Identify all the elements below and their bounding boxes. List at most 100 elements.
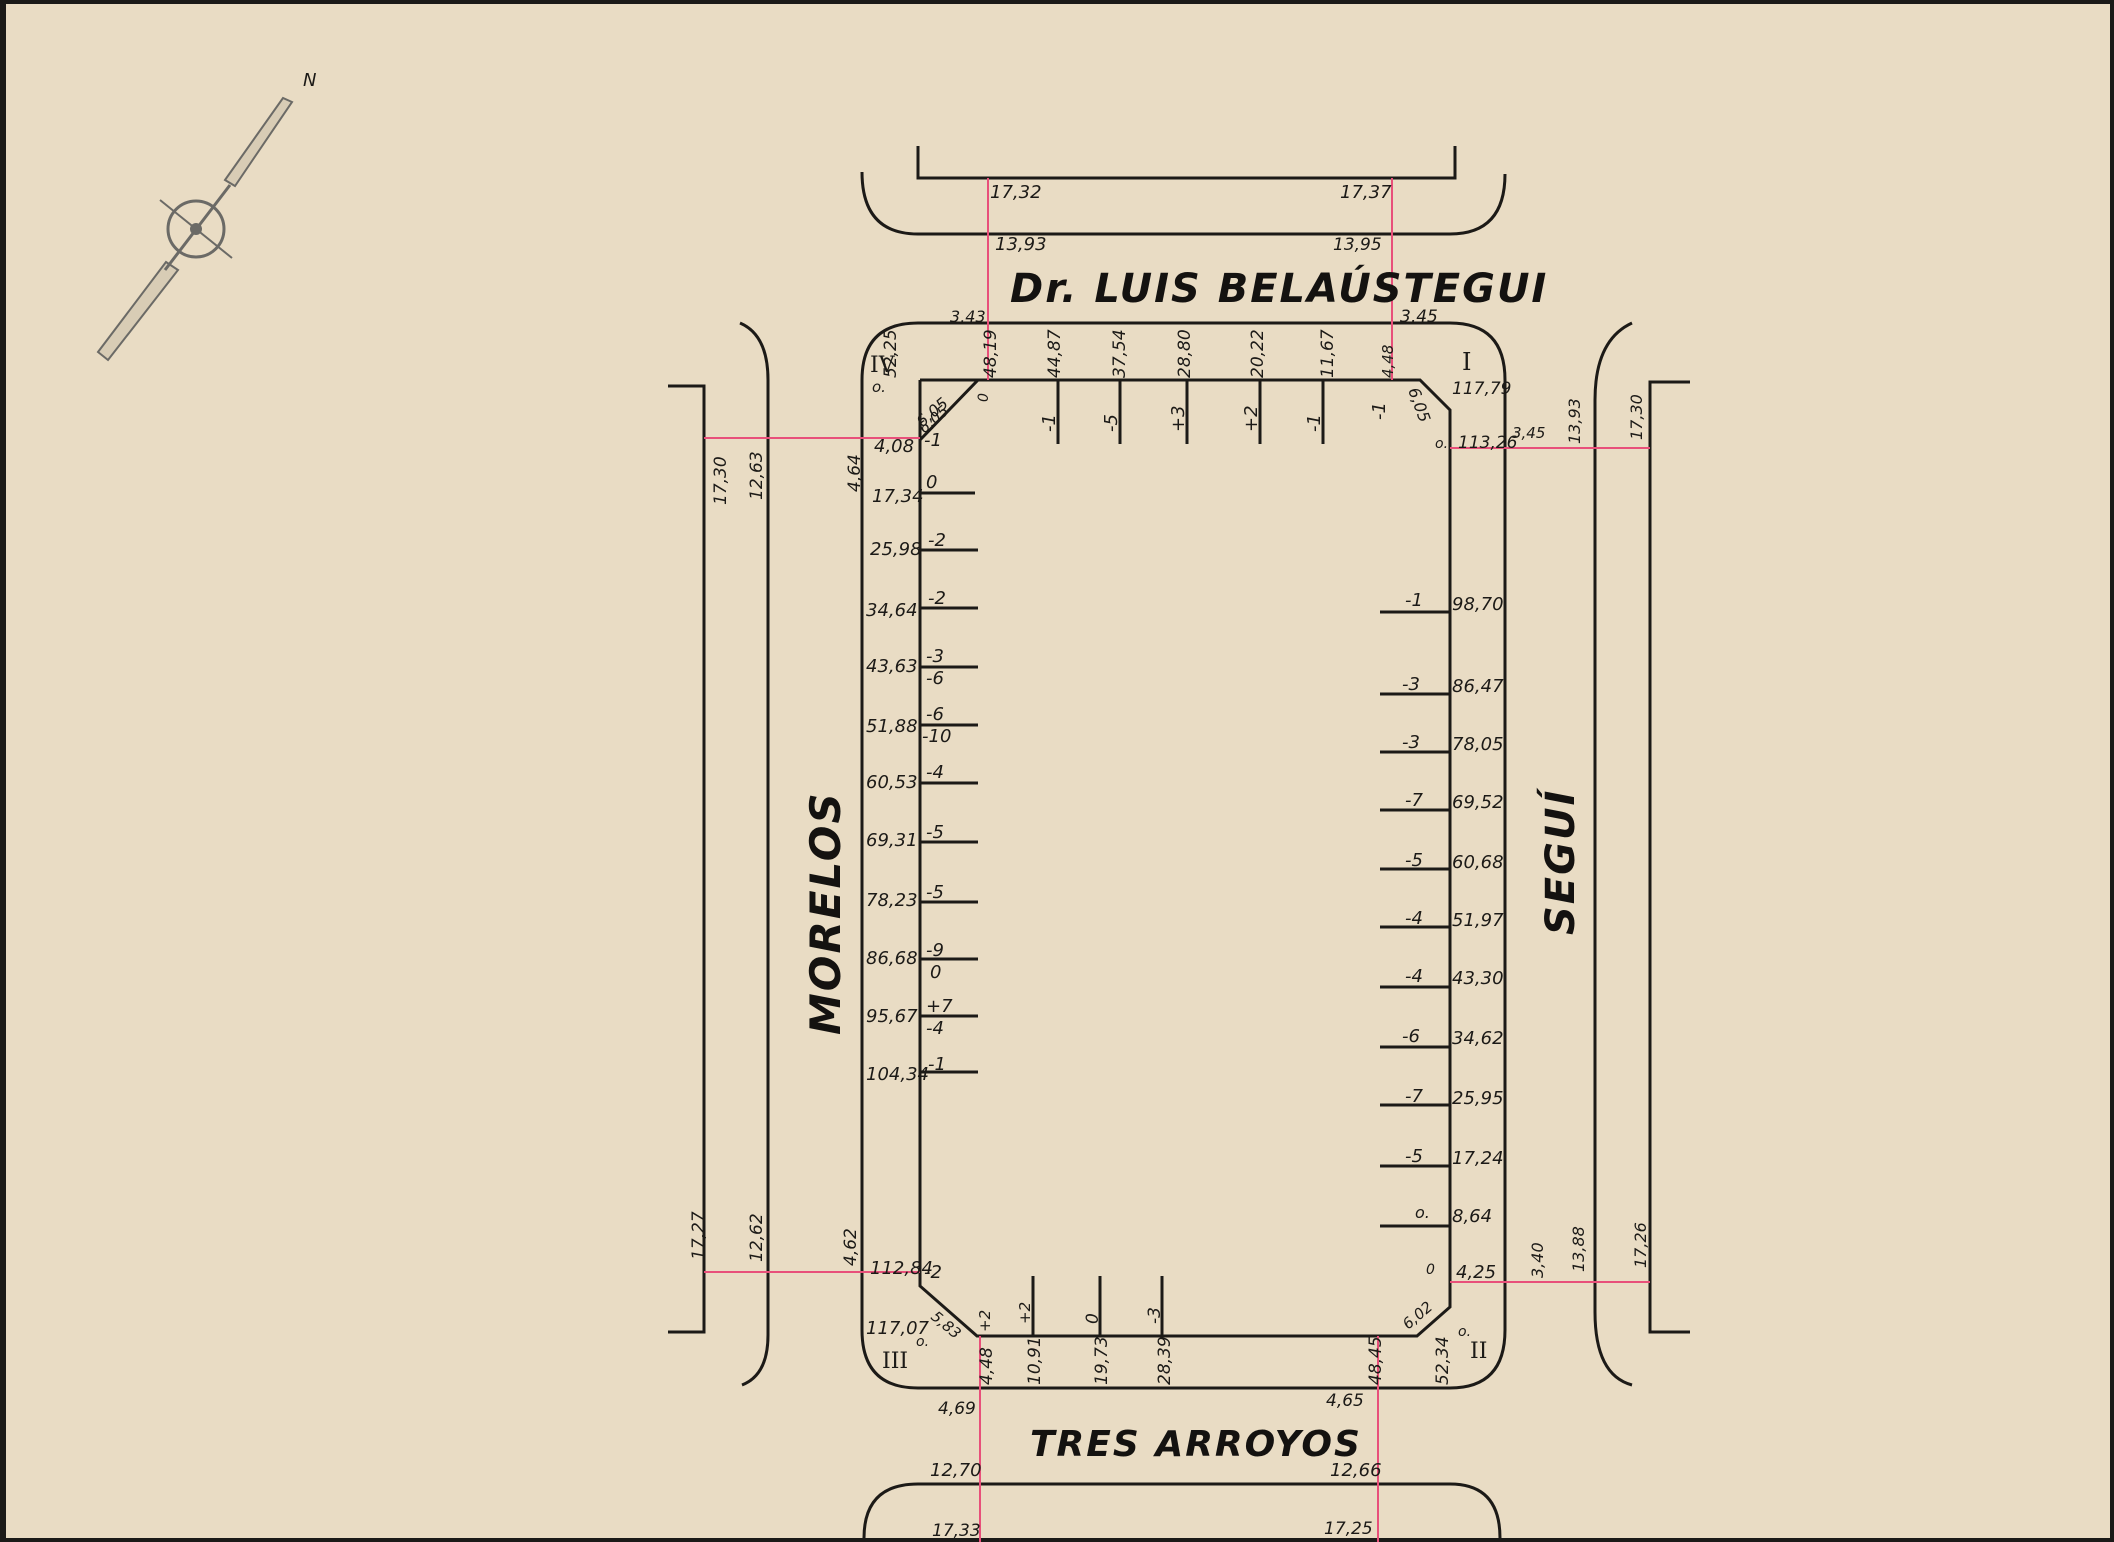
- station-value: 43,30: [1452, 968, 1504, 989]
- station-value: 43,63: [866, 656, 918, 677]
- offset-value: -1: [1039, 414, 1060, 432]
- station-value: 17,34: [872, 486, 924, 507]
- offset-value: -4: [1405, 966, 1423, 987]
- block-outline: [918, 378, 1452, 1338]
- road-label: 17,30: [1627, 394, 1646, 440]
- station-value: 4,08: [874, 436, 914, 457]
- offset-value: -3: [1402, 732, 1420, 753]
- north-arrow-icon: N: [96, 70, 316, 362]
- offset-value: 0: [926, 472, 937, 493]
- offset-value: -4: [926, 1018, 944, 1039]
- station-value: 28,80: [1175, 329, 1195, 378]
- offset-value: -1: [928, 1054, 946, 1075]
- ne-corner-labels: 117,79 6,05 113,26 o. 3,45 13,93 17,30: [1404, 379, 1646, 453]
- offset-value: -9: [926, 940, 944, 961]
- north-letter: N: [303, 70, 316, 91]
- offset-value: -5: [926, 882, 944, 903]
- offset-value: -4: [1405, 908, 1423, 929]
- offset-value: +2: [1016, 1302, 1034, 1324]
- station-value: 10,91: [1025, 1336, 1045, 1385]
- road-label: 17,32: [990, 182, 1042, 203]
- station-value: 19,73: [1092, 1336, 1112, 1385]
- station-value: 28,39: [1155, 1336, 1175, 1385]
- station-value: 60,68: [1452, 852, 1504, 873]
- offset-value: -2: [928, 530, 946, 551]
- sidewalk-label: 4,62: [841, 1228, 861, 1266]
- station-value: 117,79: [1452, 379, 1511, 399]
- station-value: 34,62: [1452, 1028, 1504, 1049]
- station-value: 4,48: [1379, 345, 1397, 378]
- road-label: 13,88: [1569, 1226, 1588, 1272]
- offset-value: -3: [1145, 1307, 1165, 1324]
- sidewalk-label: 3,43: [950, 307, 986, 326]
- street-name-west: MORELOS: [801, 791, 850, 1035]
- station-value: 69,52: [1452, 792, 1504, 813]
- road-label: 17,30: [711, 456, 731, 505]
- sidewalk-label: 3,45: [1512, 424, 1545, 442]
- station-value: 20,22: [1248, 329, 1268, 378]
- road-label: 13,93: [995, 234, 1047, 255]
- station-value: 113,26: [1458, 433, 1518, 453]
- corner-mark: o.: [1435, 436, 1448, 452]
- road-label: 13,95: [1333, 235, 1382, 255]
- road-label: 17,26: [1631, 1222, 1650, 1268]
- station-value: 25,95: [1452, 1088, 1504, 1109]
- station-value: 117,07: [866, 1318, 930, 1339]
- offset-value: -3: [1402, 674, 1420, 695]
- offset-value: -7: [1405, 1086, 1423, 1107]
- paper: [6, 4, 2110, 1538]
- corner-mark: o.: [872, 378, 886, 396]
- offset-value: 0: [1083, 1313, 1103, 1324]
- sidewalk-label: 4,65: [1326, 1391, 1364, 1411]
- road-label: 12,66: [1330, 1460, 1382, 1481]
- station-value: 86,47: [1452, 676, 1504, 697]
- street-name-north: Dr. LUIS BELAÚSTEGUI: [1010, 264, 1548, 312]
- offset-value: +2: [1241, 405, 1262, 432]
- station-value: 52,25: [881, 329, 901, 378]
- offset-value: -1: [1304, 414, 1325, 432]
- offset-value: -10: [922, 726, 951, 747]
- offset-value: -2: [928, 588, 946, 609]
- offset-value: -5: [926, 822, 944, 843]
- sidewalk-label: 3,45: [1400, 307, 1438, 327]
- street-name-east: SEGUÍ: [1536, 788, 1584, 935]
- road-label: 13,93: [1565, 398, 1584, 444]
- offset-value: -1: [1405, 590, 1423, 611]
- offset-value: -4: [926, 762, 944, 783]
- offset-value: -5: [1405, 1146, 1423, 1167]
- road-label: 17,33: [932, 1521, 981, 1541]
- station-value: 4,25: [1456, 1262, 1496, 1283]
- road-label: 12,62: [747, 1213, 767, 1262]
- survey-lines: [704, 178, 1650, 1542]
- station-value: 48,45: [1366, 1336, 1386, 1385]
- road-label: 17,25: [1324, 1519, 1373, 1539]
- station-value: 51,97: [1452, 910, 1504, 931]
- station-value: 78,23: [866, 890, 918, 911]
- station-value: 37,54: [1110, 329, 1130, 378]
- road-label: 12,63: [747, 451, 767, 500]
- offset-value: -6: [1402, 1026, 1420, 1047]
- corner-label-se: II: [1470, 1339, 1487, 1364]
- offset-value: 0: [930, 962, 941, 983]
- corner-mark: o.: [1458, 1324, 1471, 1340]
- station-value: 51,88: [866, 716, 918, 737]
- east-side-labels: 98,70 86,47 78,05 69,52 60,68 51,97 43,3…: [1399, 590, 1650, 1340]
- offset-value: o.: [1415, 1203, 1430, 1222]
- offset-value: -1: [1369, 402, 1390, 420]
- station-value: 78,05: [1452, 734, 1504, 755]
- offset-value: -6: [926, 668, 944, 689]
- offset-value: -2: [924, 1262, 942, 1283]
- offset-value: -7: [1405, 790, 1423, 811]
- corner-label-nw: IV: [870, 353, 896, 378]
- offset-value: -6: [926, 704, 944, 725]
- station-value: 112,84: [870, 1258, 933, 1279]
- offset-value: +7: [926, 996, 953, 1017]
- station-value: 60,53: [866, 772, 918, 793]
- station-value: 86,68: [866, 948, 918, 969]
- offset-value: +2: [976, 1310, 994, 1332]
- offset-value: -5: [1405, 850, 1423, 871]
- station-value: 48,19: [981, 329, 1001, 378]
- corner-mark: 0: [1426, 1262, 1435, 1278]
- street-name-south: TRES ARROYOS: [1030, 1424, 1362, 1465]
- station-value: 17,24: [1452, 1148, 1504, 1169]
